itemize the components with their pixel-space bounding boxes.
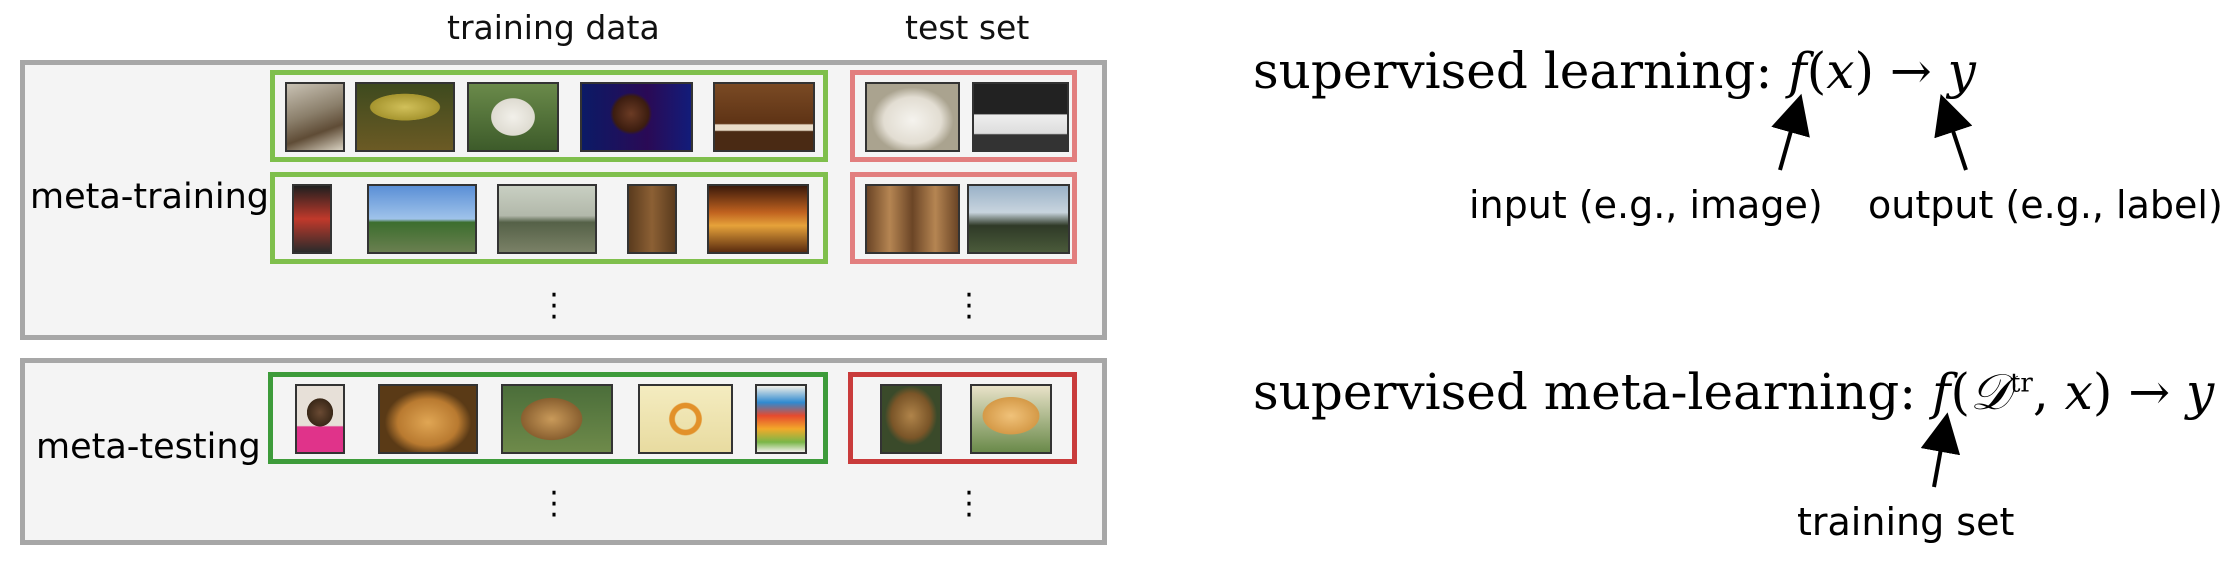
input-callout: input (e.g., image) bbox=[1469, 183, 1823, 227]
supervised-learning-prefix: supervised learning: bbox=[1253, 42, 1773, 100]
more-rows-ellipsis: ··· bbox=[964, 278, 974, 335]
piano-test-image bbox=[972, 82, 1069, 152]
dog-with-bow-image bbox=[295, 384, 345, 454]
output-arrow bbox=[1934, 94, 1973, 171]
test-set-header: test set bbox=[905, 8, 1030, 47]
lion-roaring-image bbox=[501, 384, 613, 454]
more-rows-ellipsis: ··· bbox=[549, 476, 559, 533]
test-set-box bbox=[850, 172, 1077, 264]
bird-image bbox=[285, 82, 345, 152]
bowls-image bbox=[755, 384, 807, 454]
meta-testing-label: meta-testing bbox=[36, 427, 261, 467]
training-data-box bbox=[270, 172, 828, 264]
dog-test-image bbox=[865, 82, 960, 152]
meta-learning-prefix: supervised meta-learning: bbox=[1253, 363, 1917, 421]
tank-image bbox=[497, 184, 597, 254]
more-rows-ellipsis: ··· bbox=[964, 476, 974, 533]
pretzel-image bbox=[638, 384, 733, 454]
training-set-callout: training set bbox=[1797, 500, 2015, 544]
supervised-learning-formula: supervised learning: f(x) → y bbox=[1253, 42, 1976, 100]
test-set-box bbox=[848, 372, 1077, 464]
training-data-header: training data bbox=[447, 8, 660, 47]
barrel-image bbox=[627, 184, 677, 254]
cliff-image bbox=[367, 184, 477, 254]
barrels-test-image bbox=[865, 184, 960, 254]
meta-training-label: meta-training bbox=[30, 177, 270, 217]
golden-retriever-image bbox=[378, 384, 478, 454]
training-set-arrow bbox=[1920, 412, 1961, 488]
more-rows-ellipsis: ··· bbox=[549, 278, 559, 335]
carousel-image bbox=[707, 184, 809, 254]
person-image bbox=[292, 184, 332, 254]
meta-learning-formula: supervised meta-learning: f(𝒟tr, x) → y bbox=[1253, 363, 2215, 421]
singer-image bbox=[580, 82, 693, 152]
dog-image bbox=[467, 82, 559, 152]
bowl-test-image bbox=[970, 384, 1052, 454]
training-data-box bbox=[270, 70, 828, 162]
training-data-box bbox=[268, 372, 828, 464]
cliff-test-image bbox=[967, 184, 1070, 254]
lion-test-image bbox=[880, 384, 942, 454]
output-callout: output (e.g., label) bbox=[1868, 183, 2223, 227]
mushroom-image bbox=[355, 82, 455, 152]
input-arrow bbox=[1771, 93, 1810, 171]
test-set-box bbox=[850, 70, 1077, 162]
piano-image bbox=[713, 82, 815, 152]
